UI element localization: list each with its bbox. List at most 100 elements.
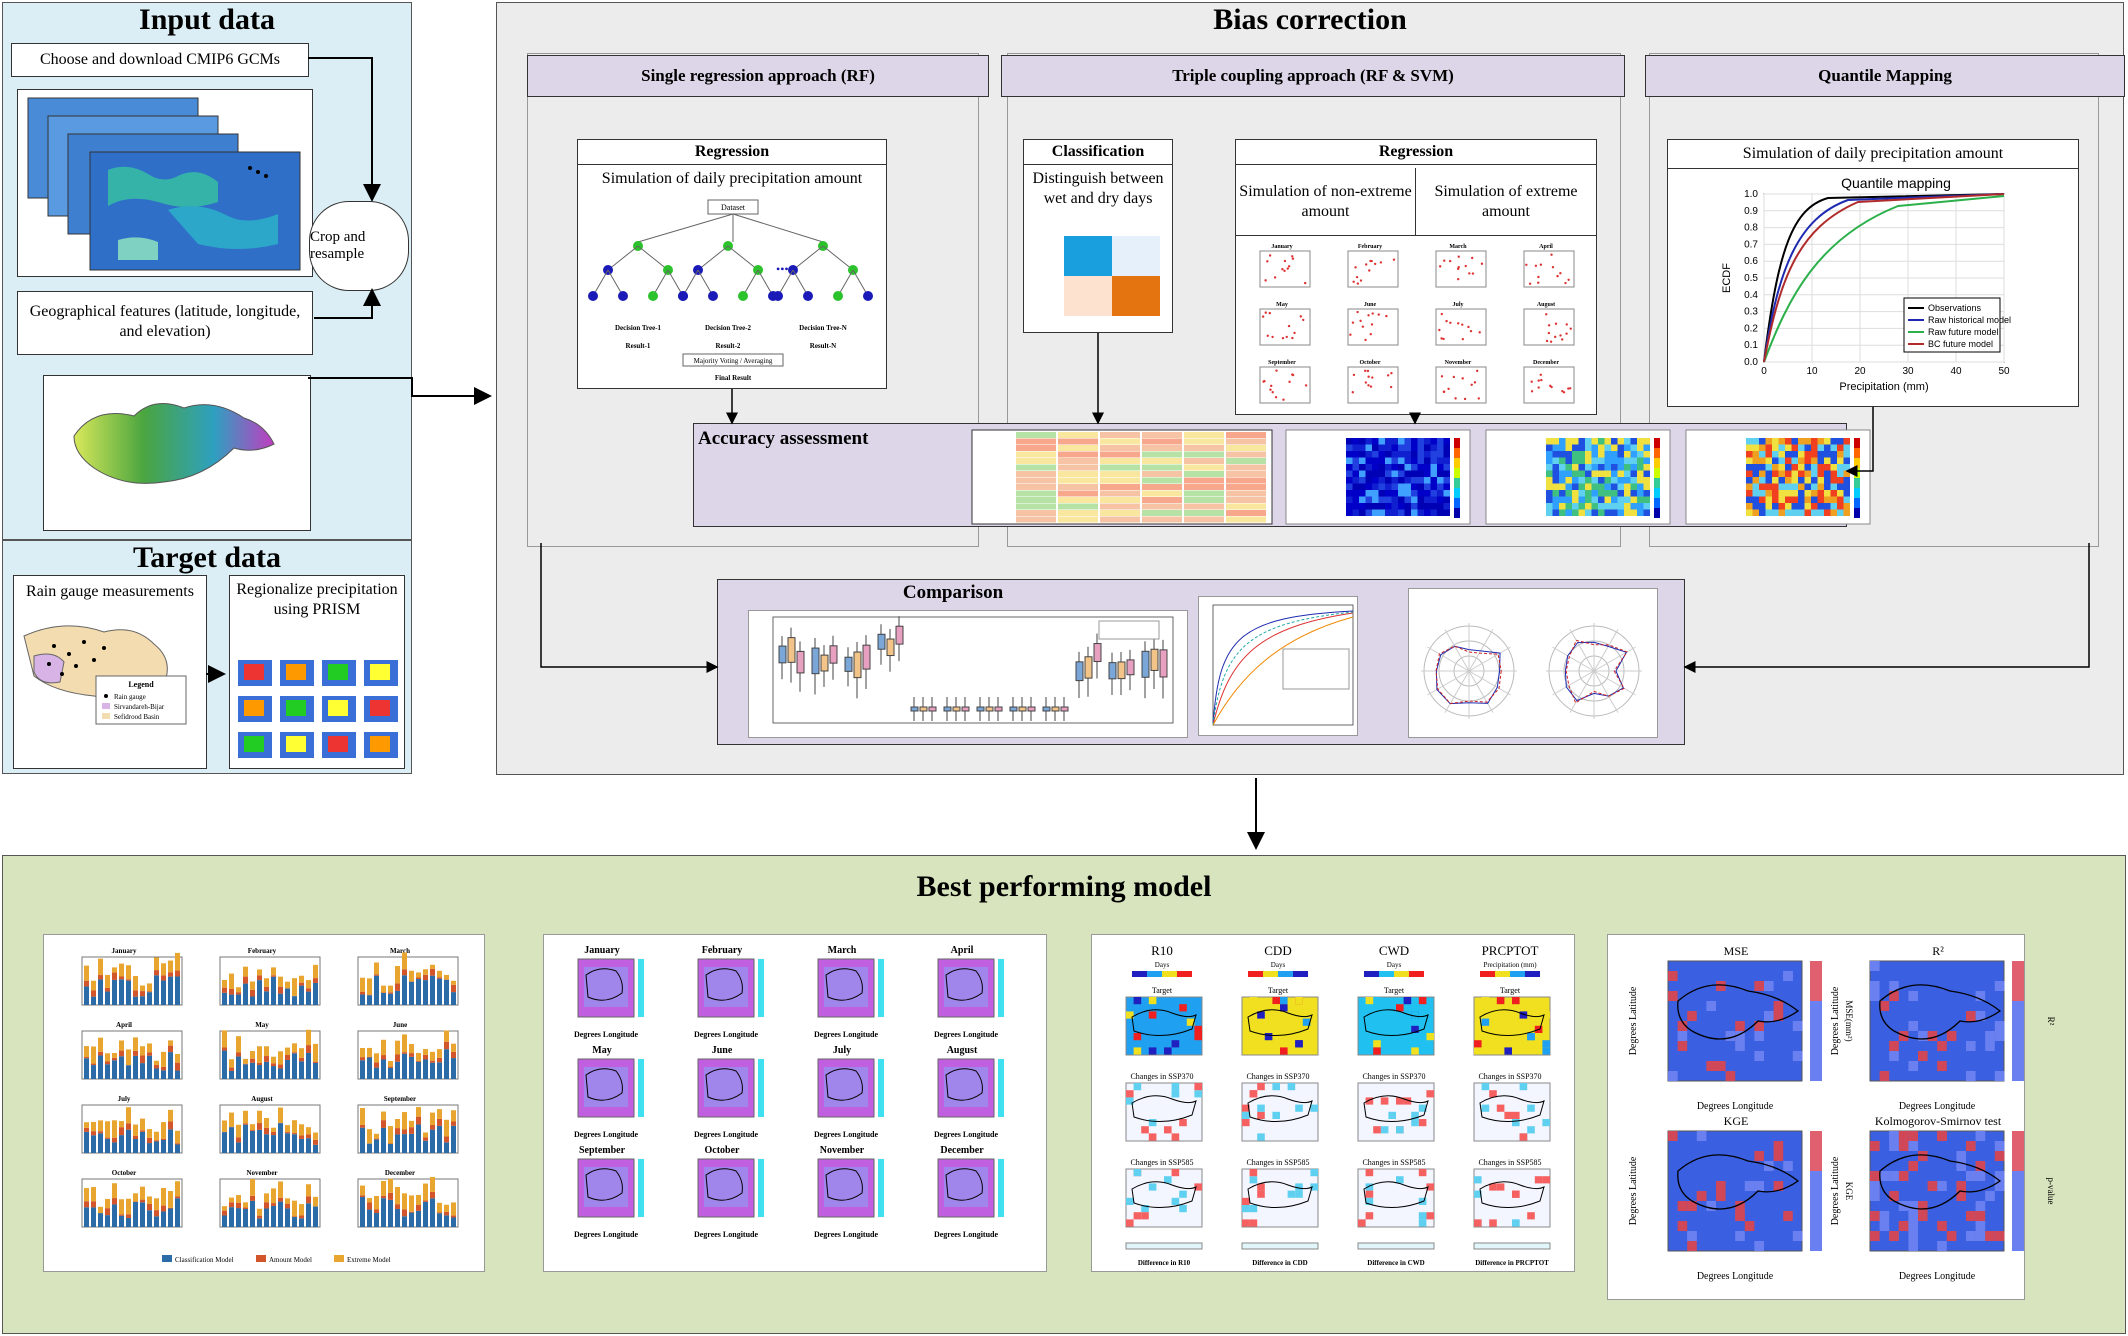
bar-class	[367, 1057, 372, 1079]
bar-extreme	[105, 974, 110, 988]
bar-frame	[81, 1030, 183, 1080]
metric-map-cell	[1975, 1201, 1986, 1211]
bar-extreme	[271, 1188, 276, 1204]
heatmap-cell	[1752, 509, 1759, 516]
acc-table-cell	[1142, 451, 1182, 458]
bar-amount	[147, 991, 152, 993]
map-xlabel: Degrees Longitude	[814, 1030, 879, 1039]
index-map-cell	[1194, 1090, 1202, 1098]
heatmap-cell	[1578, 496, 1585, 503]
heatmap-colorbar	[1654, 468, 1660, 478]
heatmap-cell	[1817, 503, 1824, 510]
bar-frame	[219, 956, 321, 1006]
metric-map-cell	[1735, 1031, 1745, 1041]
index-boundary	[1363, 1009, 1429, 1036]
scatter-point	[1559, 334, 1562, 337]
heatmap-cell	[1391, 490, 1398, 497]
metric-map-cell	[1966, 1011, 1976, 1021]
index-map-cell	[1310, 1169, 1318, 1177]
bar-class	[154, 975, 159, 1005]
scatter-point	[1440, 337, 1443, 340]
bar-class	[161, 1139, 166, 1153]
index-map-cell	[1133, 1047, 1142, 1055]
bar-class	[168, 1129, 173, 1153]
heatmap-cell	[1443, 496, 1450, 503]
heatmap-cell	[1404, 470, 1411, 477]
metric-map-cell	[1889, 981, 1899, 991]
bar-amount	[374, 974, 379, 976]
acc-table-cell	[1226, 497, 1266, 503]
heatmap-cell	[1572, 496, 1579, 503]
bar-class	[222, 992, 227, 1005]
heatmap-colorbar	[1454, 468, 1460, 478]
heatmap-cell	[1346, 490, 1353, 497]
bar-amount	[285, 1054, 290, 1060]
heatmap-cell	[1430, 509, 1437, 516]
heatmap-cell	[1385, 496, 1392, 503]
heatmap-cell	[1837, 464, 1844, 471]
qm-legend-bcfut: BC future model	[1928, 339, 1993, 349]
bar-amount	[395, 1204, 400, 1209]
heatmap-cell	[1630, 464, 1637, 471]
quantile-mapping-header: Quantile Mapping	[1645, 55, 2125, 97]
map-colorbar	[758, 1159, 764, 1217]
heatmap-cell	[1552, 490, 1559, 497]
bar-extreme	[444, 974, 449, 980]
bar-extreme	[112, 967, 117, 973]
diff-label: Difference in CDD	[1252, 1259, 1307, 1267]
rf-edge	[667, 269, 684, 297]
index-map-cell	[1257, 1190, 1265, 1198]
bar-amount	[119, 1127, 124, 1136]
heatmap-cell	[1752, 451, 1759, 458]
heatmap-cell	[1552, 470, 1559, 477]
scatter-point	[1351, 391, 1354, 394]
acc-table-cell	[1058, 471, 1098, 477]
acc-table-cell	[1142, 516, 1182, 523]
crop-resample-node: Crop and resample	[309, 201, 409, 291]
heatmap-cell	[1572, 470, 1579, 477]
bar-amount	[175, 1062, 180, 1071]
scatter-point	[1537, 379, 1540, 382]
index-map-cell	[1179, 1190, 1187, 1198]
scatter-point	[1274, 396, 1278, 399]
heatmap-cell	[1578, 464, 1585, 471]
metric-map-cell	[1687, 1011, 1697, 1021]
scatter-frame	[1259, 366, 1311, 404]
heatmap-cell	[1643, 496, 1650, 503]
heatmap-cell	[1443, 490, 1450, 497]
heatmap-cell	[1565, 470, 1572, 477]
heatmap-cell	[1572, 457, 1579, 464]
bar-class	[292, 1217, 297, 1227]
heatmap-cell	[1772, 490, 1779, 497]
rf-final: Final Result	[715, 374, 752, 382]
acc-table-cell	[1184, 445, 1224, 451]
heatmap-cell	[1759, 457, 1766, 464]
bar-class	[133, 996, 138, 1005]
prism-box: Regionalize precipitation using PRISM	[229, 575, 405, 769]
scatter-point	[1271, 335, 1274, 339]
index-map-cell	[1133, 1212, 1142, 1220]
boxplot-box	[886, 638, 895, 657]
bar-class	[264, 1208, 269, 1227]
bar-extreme	[285, 1125, 290, 1133]
classification-box: Classification Distinguish between wet a…	[1023, 139, 1173, 333]
heatmap-cell	[1824, 503, 1831, 510]
scatter-point	[1556, 274, 1559, 278]
bar-class	[409, 1056, 414, 1079]
heatmap-cell	[1443, 444, 1450, 451]
bar-amount	[84, 1201, 89, 1208]
rain-gauge-map: Legend Rain gauge Sirvandareh-Bijar Sefi…	[23, 625, 187, 725]
heatmap-cell	[1385, 470, 1392, 477]
metric-map-cell	[1783, 971, 1793, 981]
heatmap-cell	[1437, 496, 1444, 503]
metric-map-cell	[1889, 1041, 1899, 1051]
index-map-cell	[1133, 1083, 1142, 1091]
bar-extreme	[168, 960, 173, 973]
bar-class	[140, 1063, 145, 1079]
bar-amount	[84, 1057, 89, 1059]
map-xlabel: Degrees Longitude	[694, 1030, 759, 1039]
bar-class	[313, 982, 318, 1005]
bar-extreme	[271, 1127, 276, 1132]
index-map-cell	[1489, 1090, 1497, 1098]
metric-map-cell	[1754, 981, 1764, 991]
